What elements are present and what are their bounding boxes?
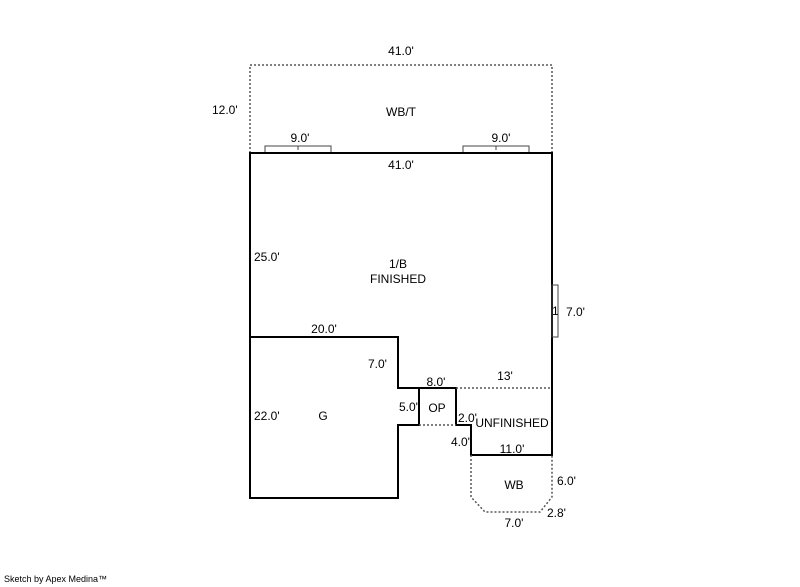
garage-wall [250,336,419,389]
dim-unf-bottom: 11.0' [500,442,525,456]
dim-main-side: 25.0' [254,250,280,264]
bump-label: 1 [552,304,559,318]
area-label-op: OP [428,401,445,415]
wbt-step-left [264,145,332,153]
wbt-step-right [462,145,530,153]
dim-wb-bottom: 7.0' [505,516,524,530]
dim-unf-top: 13' [497,369,513,383]
dim-wb-side: 6.0' [557,474,576,488]
dim-wbt-side: 12.0' [212,103,238,117]
dim-unf-step: 2.0' [458,411,477,425]
dim-wb-diag: 2.8' [547,506,566,520]
dim-bump: 7.0' [566,305,585,319]
area-label-finished: FINISHED [370,272,426,286]
sketch-credit: Sketch by Apex Medina™ [4,574,108,584]
area-label-main: 1/B [389,257,407,271]
dim-main-top: 41.0' [388,158,414,172]
dim-wbt-step-left: 9.0' [291,131,310,145]
area-label-garage: G [318,409,327,423]
dim-garage-side: 22.0' [254,409,280,423]
dim-op-top: 8.0' [427,375,446,389]
area-label-unfinished: UNFINISHED [475,416,549,430]
area-label-wbt: WB/T [386,105,417,119]
area-label-wb: WB [504,478,523,492]
dim-wbt-step-right: 9.0' [492,131,511,145]
dim-wbt-top: 41.0' [388,44,414,58]
bump-out [551,284,559,338]
dim-unf-side: 4.0' [451,435,470,449]
dim-garage-notch: 7.0' [368,357,387,371]
dim-garage-top: 20.0' [311,322,337,336]
dim-op-side: 5.0' [399,400,418,414]
